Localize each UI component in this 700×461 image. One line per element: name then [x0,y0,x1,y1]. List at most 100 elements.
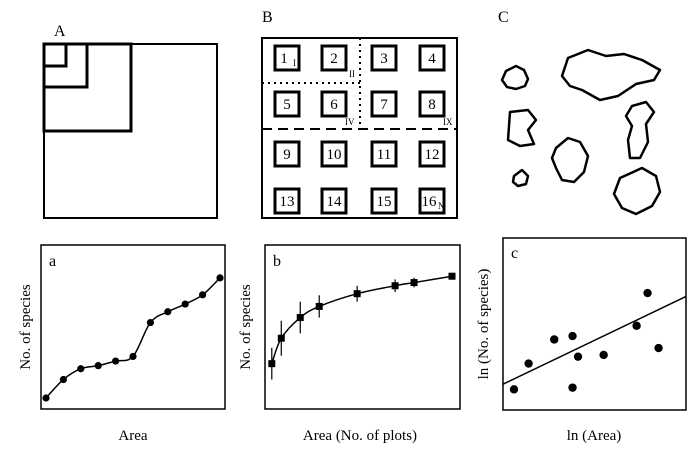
chart-b-panel-label: b [273,253,281,270]
chart-c-point-8 [643,288,652,298]
plot-suffix-1: I [293,58,296,68]
plot-label-10: 10 [327,147,342,163]
island-bottom-right [612,166,662,216]
chart-c-xlabel: ln (Area) [567,428,622,444]
plot-9 [273,140,301,168]
plot-label-11: 11 [377,147,391,163]
island-center [550,136,590,184]
plot-label-2: 2 [330,51,338,67]
plot-suffix-16: N [438,201,445,211]
plot-label-3: 3 [380,51,388,67]
chart-a-point-10 [216,274,224,282]
chart-a-point-7 [164,308,172,316]
chart-c-point-9 [654,343,663,353]
plot-label-14: 14 [327,194,343,210]
plot-label-5: 5 [283,97,291,113]
chart-c-point-4 [568,383,577,392]
chart-c-point-7 [632,321,641,330]
chart-b-frame [264,244,461,410]
chart-a-point-1 [59,375,67,384]
plot-label-15: 15 [377,194,392,210]
chart-b: b Area (No. of plots) No. of species [238,244,461,444]
chart-b-point-6 [410,279,418,287]
plot-2 [320,44,348,72]
chart-a-curve [45,277,221,399]
plot-6 [320,90,348,118]
plot-5 [273,90,301,118]
island-small-left [500,64,530,91]
plot-label-8: 8 [428,97,436,113]
plot-15 [370,187,398,215]
chart-b-point-7 [448,272,456,280]
quadrat-smallest [42,42,68,68]
chart-c-ylabel: ln (No. of species) [476,269,492,380]
mark-II: II [349,69,355,79]
chart-a-ylabel: No. of species [18,284,34,370]
panel-A-label: A [54,23,66,40]
chart-b-point-5 [391,282,399,290]
plot-4 [418,44,446,72]
plot-11 [370,140,398,168]
plot-label-12: 12 [425,147,440,163]
island-tiny [511,168,530,188]
mark-IV: IV [345,117,355,127]
plot-1 [273,44,301,72]
plot-7 [370,90,398,118]
chart-c-point-6 [599,350,608,360]
chart-b-point-1 [277,334,285,342]
chart-c-point-2 [550,335,559,344]
chart-c: c ln (Area) ln (No. of species) [476,237,687,444]
chart-a-point-8 [181,300,189,308]
plot-8 [418,90,446,118]
plot-12 [418,140,446,168]
chart-c-point-5 [573,352,583,361]
plot-16 [418,187,446,215]
chart-a-panel-label: a [49,253,56,270]
plot-label-13: 13 [280,194,295,210]
chart-a-xlabel: Area [118,428,147,444]
island-left-middle [506,108,538,148]
plot-label-6: 6 [330,97,338,113]
chart-b-point-3 [315,302,323,310]
chart-a-point-2 [77,365,85,373]
chart-b-points [268,272,456,380]
chart-b-point-0 [268,360,276,368]
panel-B-label: B [262,9,273,26]
chart-a-frame [40,244,226,410]
chart-b-ylabel: No. of species [238,284,254,370]
chart-c-frame [502,237,687,411]
chart-c-point-0 [509,385,519,394]
chart-c-point-1 [524,359,533,368]
chart-b-point-4 [353,290,361,298]
chart-a-point-4 [112,357,120,365]
chart-a-point-0 [42,394,50,402]
chart-c-panel-label: c [511,245,518,262]
chart-c-point-3 [568,331,577,341]
plot-label-7: 7 [380,97,388,113]
plot-3 [370,44,398,72]
chart-a-point-3 [94,362,102,370]
chart-c-trendline [502,295,687,385]
panel-C-label: C [498,9,509,26]
plot-label-9: 9 [283,147,291,163]
chart-a-points [42,274,224,402]
island-large-top [560,48,662,102]
panel-C: C [498,9,662,216]
island-hook [624,100,656,160]
plot-13 [273,187,301,215]
chart-a: a Area No. of species [18,244,226,444]
panel-A: A [42,23,218,219]
chart-a-point-9 [199,291,207,299]
chart-a-point-5 [129,352,137,361]
plot-14 [320,187,348,215]
chart-b-point-2 [296,314,304,322]
chart-c-points [509,288,663,394]
plot-label-16: 16 [422,194,438,210]
chart-a-point-6 [146,318,154,327]
plot-label-1: 1 [280,51,288,67]
chart-b-xlabel: Area (No. of plots) [303,428,417,444]
plot-10 [320,140,348,168]
